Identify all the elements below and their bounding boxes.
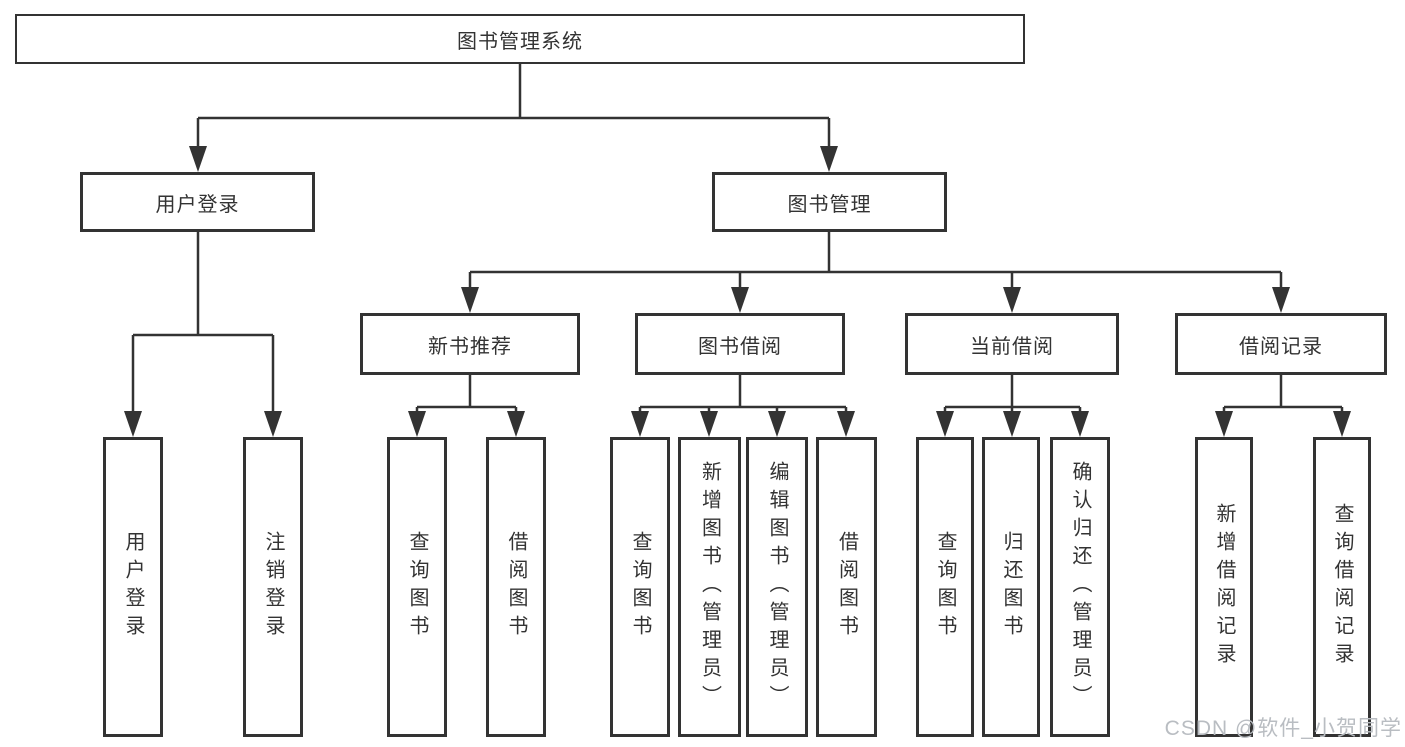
- node-label: 注销登录: [262, 531, 284, 643]
- node-new-book-recommend: 新书推荐: [360, 313, 580, 375]
- node-library-management-system: 图书管理系统: [15, 14, 1025, 64]
- node-label: 借阅图书: [835, 531, 858, 643]
- node-label: 新书推荐: [428, 335, 512, 358]
- leaf-edit-books-admin: 编辑图书（管理员）: [746, 437, 808, 737]
- leaf-borrow-books: 借阅图书: [816, 437, 877, 737]
- node-label: 新增借阅记录: [1213, 503, 1235, 671]
- node-label: 查询图书: [406, 531, 428, 643]
- node-book-management: 图书管理: [712, 172, 947, 232]
- node-label: 借阅记录: [1239, 335, 1323, 358]
- leaf-add-borrow-record: 新增借阅记录: [1195, 437, 1253, 737]
- node-label: 查询图书: [629, 531, 651, 643]
- node-label: 用户登录: [155, 193, 240, 216]
- node-label: 查询借阅记录: [1331, 503, 1353, 671]
- node-label: 借阅图书: [505, 531, 527, 643]
- csdn-watermark: CSDN @软件_小贺同学: [1164, 717, 1402, 740]
- node-label: 图书管理: [787, 193, 872, 216]
- node-label: 图书管理系统: [457, 30, 583, 53]
- node-label: 查询图书: [934, 531, 956, 643]
- leaf-confirm-return-admin: 确认归还（管理员）: [1050, 437, 1110, 737]
- node-label: 图书借阅: [698, 335, 782, 358]
- node-borrowing-records: 借阅记录: [1175, 313, 1387, 375]
- leaf-newbook-borrow-books: 借阅图书: [486, 437, 546, 737]
- node-user-login: 用户登录: [80, 172, 315, 232]
- leaf-logout: 注销登录: [243, 437, 303, 737]
- node-label: 当前借阅: [970, 335, 1054, 358]
- leaf-return-books: 归还图书: [982, 437, 1040, 737]
- leaf-current-query-books: 查询图书: [916, 437, 974, 737]
- node-label: 编辑图书（管理员）: [766, 461, 788, 713]
- node-label: 归还图书: [1000, 531, 1022, 643]
- node-label: 新增图书（管理员）: [698, 461, 721, 713]
- node-book-borrowing: 图书借阅: [635, 313, 845, 375]
- node-label: 确认归还（管理员）: [1069, 461, 1091, 713]
- leaf-newbook-query-books: 查询图书: [387, 437, 447, 737]
- leaf-user-login: 用户登录: [103, 437, 163, 737]
- node-current-borrowing: 当前借阅: [905, 313, 1119, 375]
- leaf-borrow-query-books: 查询图书: [610, 437, 670, 737]
- arrowheads: [124, 146, 1351, 437]
- leaf-query-borrow-record: 查询借阅记录: [1313, 437, 1371, 737]
- leaf-add-books-admin: 新增图书（管理员）: [678, 437, 741, 737]
- node-label: 用户登录: [122, 531, 144, 643]
